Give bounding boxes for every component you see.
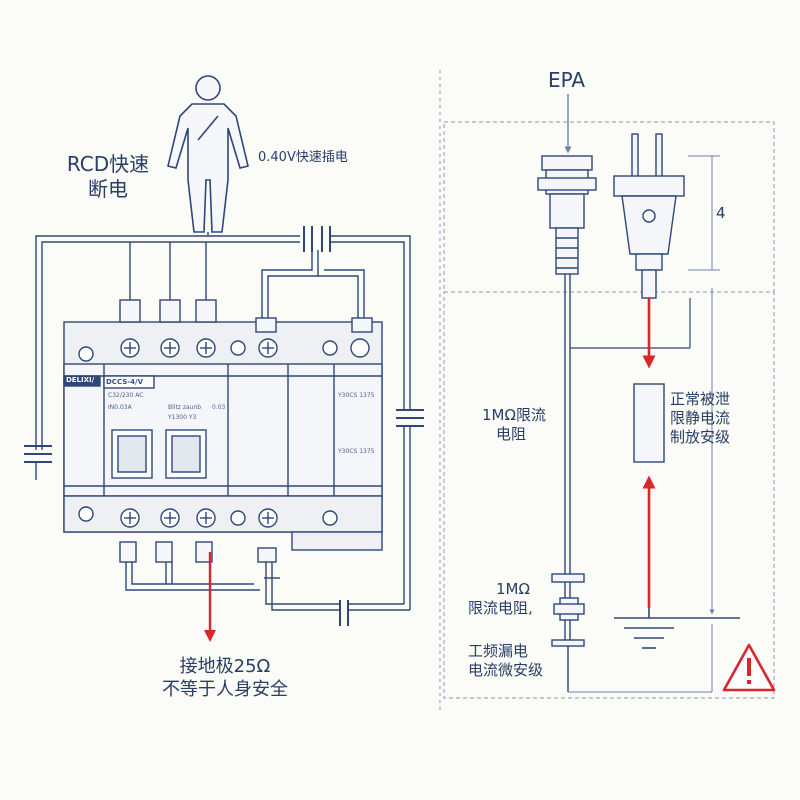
breaker-panel [63,299,383,551]
resistor2-label: 1MΩ 限流电阻, [468,580,533,618]
breaker-small-d: Y1300 Y3 [168,414,197,421]
ground-label-line2: 不等于人身安全 [162,678,288,700]
spd-label-b: Y30CS 1375 [338,448,375,455]
warning-icon [722,643,776,692]
ground-label: 接地极25Ω 不等于人身安全 [130,656,320,701]
leak-line2: 电流微安级 [468,660,544,679]
breaker-small-e: 0.03 [212,404,226,411]
epa-connector-icon [537,155,597,275]
plug-icon [613,133,685,299]
static-resistor [633,383,665,463]
leak-line1: 工频漏电 [468,642,529,660]
breaker-small-b: IN0.03A [108,404,132,411]
static-line2: 限静电流 [670,408,731,427]
breaker-small-c: Blitz zaunb [168,404,202,411]
epa-label: EPA [548,68,586,92]
resistor1-line2: 电阻 [496,424,527,443]
resistor2-line1: 1MΩ [496,580,530,598]
person-icon [167,75,249,233]
static-line1: 正常被泄 [670,390,731,408]
ground-label-line1: 接地极25Ω [179,656,271,677]
resistor1-label: 1MΩ限流 电阻 [482,406,546,444]
bottom-wiring [119,541,410,611]
voltage-label: 0.40V快速插电 [258,150,348,165]
dimension-label: 4 [716,204,726,222]
breaker-model: DCCS-4/V [106,378,144,386]
leak-label: 工频漏电 电流微安级 [468,642,543,680]
dimension-marker [688,155,720,271]
rcd-label-line1: RCD快速 [66,152,150,176]
rcd-label: RCD快速 断电 [56,152,160,202]
spd-label-a: Y30CS 1375 [338,392,375,399]
resistor2-line2: 限流电阻, [468,598,533,617]
breaker-small-a: C32/230 AC [108,392,144,399]
static-label: 正常被泄 限静电流 制放安级 [670,390,730,446]
terminal-screws [78,338,370,528]
rcd-label-line2: 断电 [88,177,128,201]
ground-symbol-icon [614,608,740,649]
static-line3: 制放安级 [670,427,731,446]
top-wiring [35,232,411,450]
resistor1-line1: 1MΩ限流 [482,406,546,424]
breaker-brand: DELIXI/ [66,376,95,384]
epa-frame [443,121,775,699]
lower-resistor-connector [551,573,585,692]
